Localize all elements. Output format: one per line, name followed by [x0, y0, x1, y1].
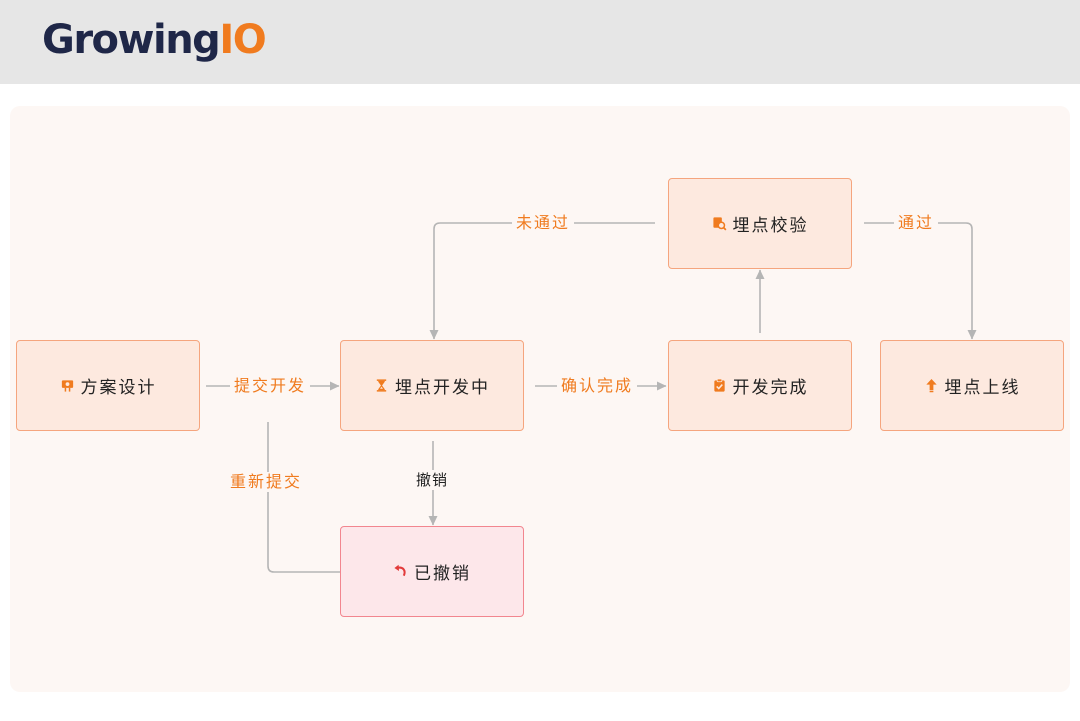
- clipboard-check-icon: [712, 378, 727, 393]
- edge-label-submit-dev: 提交开发: [230, 376, 311, 396]
- node-dev-done: 开发完成: [668, 340, 852, 431]
- growingio-logo: GrowingIO: [42, 12, 267, 68]
- edge-label-confirm-done: 确认完成: [557, 376, 638, 396]
- edge-label-passed: 通过: [894, 213, 939, 233]
- edge-label-resubmit: 重新提交: [226, 472, 307, 492]
- magnifier-document-icon: [712, 216, 727, 231]
- logo-text-accent: IO: [219, 17, 266, 63]
- signboard-icon: [60, 378, 75, 393]
- node-developing: 埋点开发中: [340, 340, 524, 431]
- node-design: 方案设计: [16, 340, 200, 431]
- upload-arrow-icon: [924, 378, 939, 393]
- node-cancelled: 已撤销: [340, 526, 524, 617]
- node-online-label: 埋点上线: [944, 378, 1021, 398]
- logo-text-main: Growing: [42, 17, 221, 63]
- node-online: 埋点上线: [880, 340, 1064, 431]
- node-design-label: 方案设计: [80, 378, 157, 398]
- node-verify: 埋点校验: [668, 178, 852, 269]
- node-developing-label: 埋点开发中: [395, 378, 490, 398]
- edge-label-cancel: 撤销: [412, 470, 453, 490]
- undo-arrow-icon: [393, 564, 408, 579]
- edge-passed: [864, 222, 977, 340]
- header-bar: GrowingIO: [0, 0, 1080, 84]
- edge-not-passed: [429, 222, 655, 340]
- hourglass-icon: [374, 378, 389, 393]
- node-cancelled-label: 已撤销: [414, 564, 471, 584]
- edge-label-not-passed: 未通过: [512, 213, 575, 233]
- node-dev-done-label: 开发完成: [732, 378, 809, 398]
- edge-resubmit: [267, 422, 340, 573]
- node-verify-label: 埋点校验: [732, 216, 809, 236]
